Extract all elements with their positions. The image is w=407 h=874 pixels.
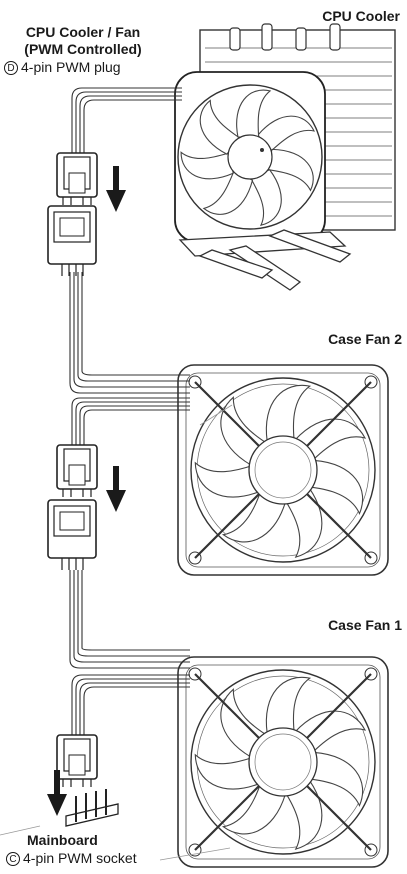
pwm-plug-fan2 (56, 444, 98, 498)
plug-marker-icon: D (4, 61, 18, 76)
pwm-plug-cpu (56, 152, 98, 206)
down-arrow-icon (47, 770, 67, 816)
case-fan-2-illustration (176, 363, 390, 577)
plug-text: 4-pin PWM plug (21, 59, 121, 75)
pwm-plug-fan1 (56, 734, 98, 788)
mainboard-label: Mainboard (27, 832, 98, 848)
cpu-fan-title-line2: (PWM Controlled) (24, 41, 142, 57)
pwm-socket-cpu (47, 205, 97, 277)
pwm-socket-fan2 (47, 499, 97, 571)
case-fan-2-label: Case Fan 2 (328, 331, 402, 347)
down-arrow-icon (106, 466, 126, 512)
case-fan-1-label: Case Fan 1 (328, 617, 402, 633)
cpu-fan-title-line1: CPU Cooler / Fan (25, 24, 141, 40)
leader-lines (0, 404, 233, 861)
fan-cables (69, 87, 190, 735)
cpu-cooler-label: CPU Cooler (322, 8, 400, 24)
cpu-cooler-illustration (174, 23, 396, 291)
socket-text: 4-pin PWM socket (23, 850, 137, 866)
socket-marker-icon: C (6, 852, 20, 867)
case-fan-1-illustration (176, 655, 390, 869)
down-arrow-icon (106, 166, 126, 212)
mainboard-pin-header (65, 789, 119, 827)
